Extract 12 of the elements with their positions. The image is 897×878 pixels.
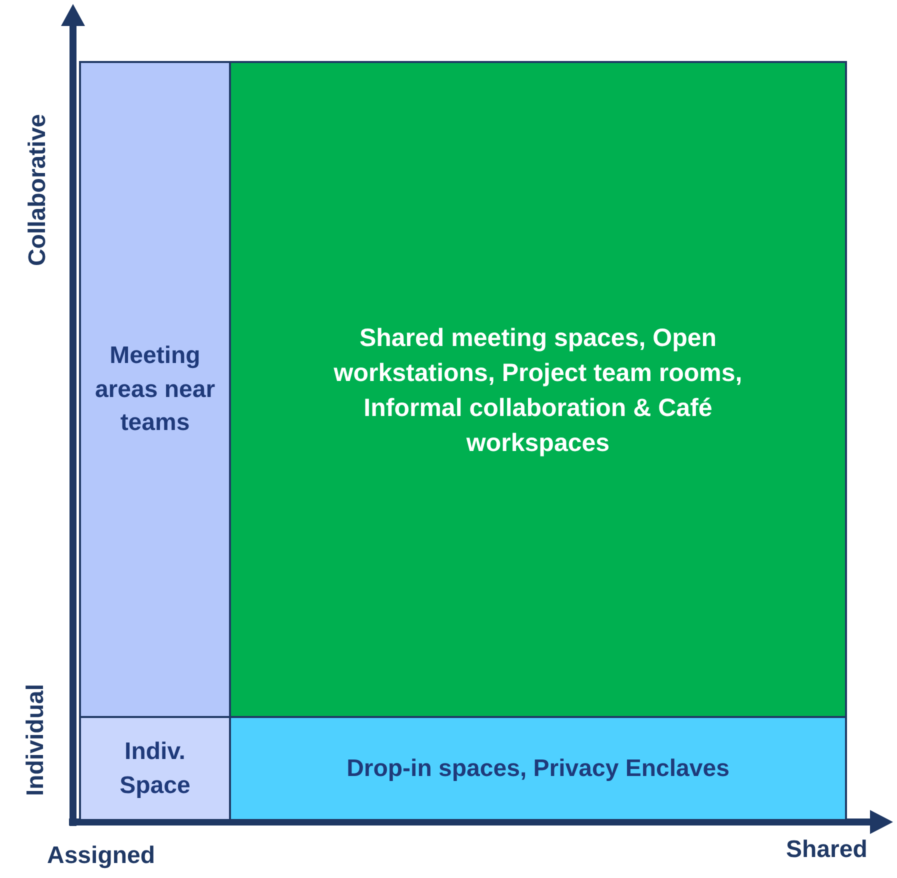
axis-label: Shared bbox=[786, 836, 868, 864]
quadrant-text: Drop-in spaces, Privacy Enclaves bbox=[346, 754, 730, 784]
quadrant-box bbox=[229, 61, 847, 718]
axis-label: Collaborative bbox=[24, 114, 52, 266]
quadrant-box bbox=[79, 716, 231, 821]
quadrant-text: Meeting areas near teams bbox=[94, 341, 216, 438]
axis-label: Assigned bbox=[47, 842, 156, 870]
axis-label: Individual bbox=[22, 684, 50, 796]
quadrant-text: Indiv. Space bbox=[118, 736, 192, 800]
quadrant-box bbox=[229, 716, 847, 821]
quadrant-box bbox=[79, 61, 231, 718]
quadrant-text: Shared meeting spaces, Open workstations, Project team rooms, Informal collaboration & Café workspaces bbox=[332, 323, 744, 459]
